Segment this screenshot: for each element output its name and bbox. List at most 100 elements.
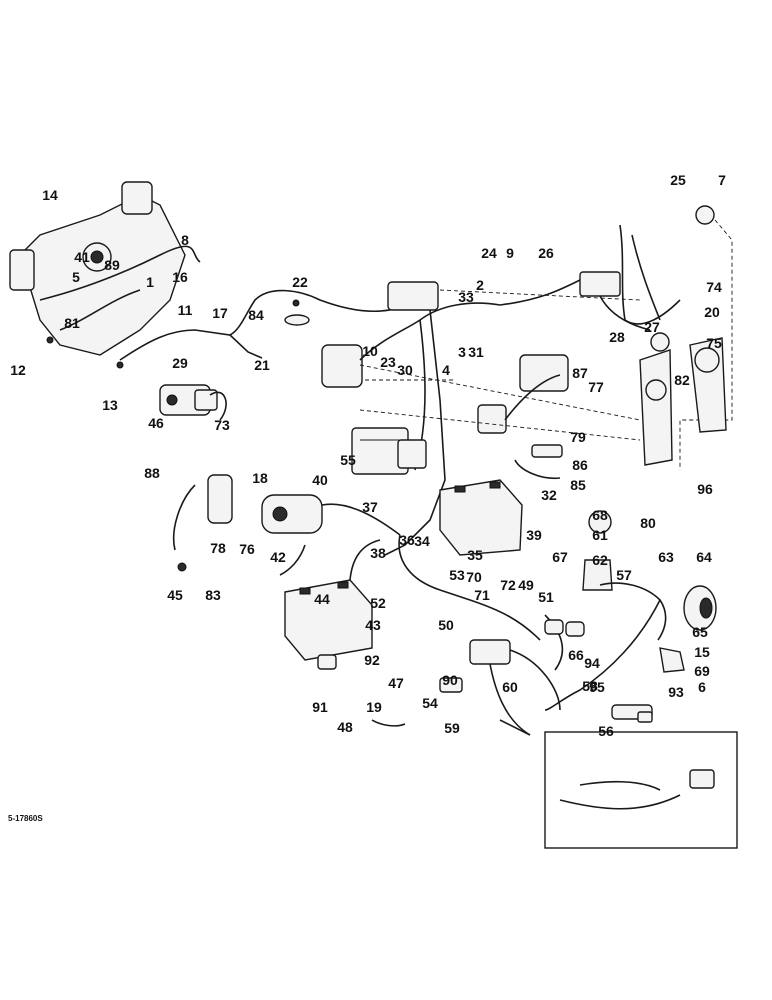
generator-assembly [159, 384, 227, 421]
callout-79: 79 [570, 429, 586, 445]
callout-28: 28 [609, 329, 625, 345]
callout-29: 29 [172, 355, 188, 371]
callout-95: 95 [589, 679, 605, 695]
callout-14: 14 [42, 187, 58, 203]
callout-22: 22 [292, 274, 308, 290]
callout-68: 68 [592, 507, 608, 523]
callout-21: 21 [254, 357, 270, 373]
callout-8: 8 [181, 232, 189, 248]
callout-82: 82 [674, 372, 690, 388]
right-harness-branch [544, 582, 685, 723]
callout-80: 80 [640, 515, 656, 531]
callout-34: 34 [414, 533, 430, 549]
lower-switch-assembly [439, 614, 564, 736]
callout-23: 23 [380, 354, 396, 370]
callout-54: 54 [422, 695, 438, 711]
small-hardware [177, 299, 531, 736]
callout-10: 10 [362, 343, 378, 359]
callout-6: 6 [698, 679, 706, 695]
reference-number: 5-17860S [8, 814, 43, 823]
main-harness-center [321, 279, 581, 556]
callout-16: 16 [172, 269, 188, 285]
callout-59: 59 [444, 720, 460, 736]
callout-67: 67 [552, 549, 568, 565]
callout-85: 85 [570, 477, 586, 493]
callout-93: 93 [668, 684, 684, 700]
callout-26: 26 [538, 245, 554, 261]
coil-assembly [172, 474, 233, 551]
callout-88: 88 [144, 465, 160, 481]
callout-48: 48 [337, 719, 353, 735]
callout-43: 43 [365, 617, 381, 633]
callout-31: 31 [468, 344, 484, 360]
callout-53: 53 [449, 567, 465, 583]
callout-62: 62 [592, 552, 608, 568]
work-light-right [683, 585, 717, 631]
mounting-plates [639, 337, 727, 466]
callout-7: 7 [718, 172, 726, 188]
callout-18: 18 [252, 470, 268, 486]
callout-77: 77 [588, 379, 604, 395]
callout-89: 89 [104, 257, 120, 273]
callout-63: 63 [658, 549, 674, 565]
callout-81: 81 [64, 315, 80, 331]
callout-65: 65 [692, 624, 708, 640]
callout-3: 3 [458, 344, 466, 360]
callout-73: 73 [214, 417, 230, 433]
callout-78: 78 [210, 540, 226, 556]
callout-51: 51 [538, 589, 554, 605]
headlight-fender-assembly [9, 181, 201, 369]
callout-42: 42 [270, 549, 286, 565]
callout-32: 32 [541, 487, 557, 503]
callout-70: 70 [466, 569, 482, 585]
callout-58: 58 [582, 678, 598, 694]
callout-92: 92 [364, 652, 380, 668]
callout-2: 2 [476, 277, 484, 293]
callout-66: 66 [568, 647, 584, 663]
callout-91: 91 [312, 699, 328, 715]
callout-15: 15 [694, 644, 710, 660]
callout-69: 69 [694, 663, 710, 679]
callout-96: 96 [697, 481, 713, 497]
cylinder-connectors [544, 619, 585, 637]
callout-72: 72 [500, 577, 516, 593]
callout-49: 49 [518, 577, 534, 593]
callout-1: 1 [146, 274, 154, 290]
callout-75: 75 [706, 335, 722, 351]
callout-64: 64 [696, 549, 712, 565]
callout-94: 94 [584, 655, 600, 671]
callout-33: 33 [458, 289, 474, 305]
callout-9: 9 [506, 245, 514, 261]
callout-50: 50 [438, 617, 454, 633]
callout-27: 27 [644, 319, 660, 335]
callout-11: 11 [178, 302, 193, 318]
callout-84: 84 [248, 307, 264, 323]
callout-4: 4 [442, 362, 450, 378]
callout-71: 71 [474, 587, 490, 603]
callout-25: 25 [670, 172, 686, 188]
callout-83: 83 [205, 587, 221, 603]
callout-86: 86 [572, 457, 588, 473]
starter-motor [261, 494, 401, 576]
lamp-66 [582, 510, 613, 591]
battery-cables [349, 534, 541, 641]
callout-30: 30 [397, 362, 413, 378]
callout-55: 55 [340, 452, 356, 468]
callout-74: 74 [706, 279, 722, 295]
callout-20: 20 [704, 304, 720, 320]
inset-detail [544, 731, 738, 849]
callout-12: 12 [10, 362, 26, 378]
callout-87: 87 [572, 365, 588, 381]
callout-36: 36 [399, 532, 415, 548]
callout-90: 90 [442, 672, 458, 688]
callout-19: 19 [366, 699, 382, 715]
callout-41: 41 [74, 249, 90, 265]
callout-39: 39 [526, 527, 542, 543]
callout-76: 76 [239, 541, 255, 557]
callout-56: 56 [598, 723, 614, 739]
callout-45: 45 [167, 587, 183, 603]
callout-37: 37 [362, 499, 378, 515]
callout-52: 52 [370, 595, 386, 611]
